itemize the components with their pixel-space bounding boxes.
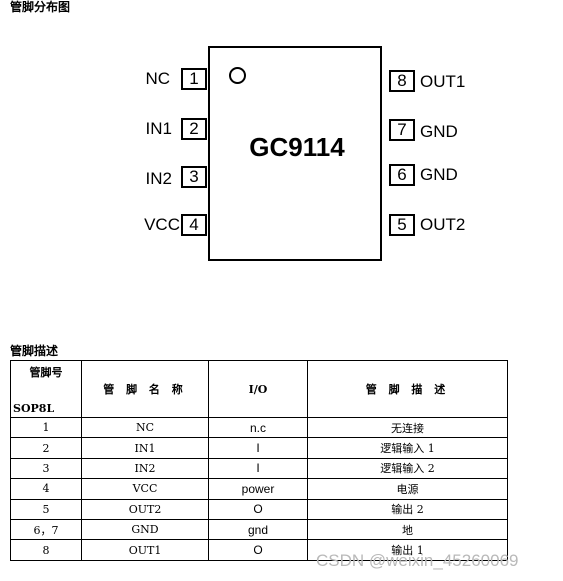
cell-desc: 输出 2	[307, 498, 508, 520]
cell-name: VCC	[81, 478, 209, 500]
header-io: I/O	[208, 360, 308, 418]
table-row: 6，7 GND gnd 地	[10, 518, 508, 541]
ic-package-outline	[208, 46, 382, 261]
cell-io: n.c	[208, 416, 308, 439]
cell-io: power	[208, 478, 308, 500]
cell-name: GND	[81, 518, 209, 541]
cell-name: IN1	[81, 437, 209, 459]
pin-label-8: OUT1	[420, 72, 466, 91]
pin-number-6: 6	[389, 164, 415, 186]
cell-name: OUT1	[81, 539, 209, 561]
pin-number-3: 3	[181, 166, 207, 188]
pin-number-2: 2	[181, 118, 207, 140]
chip-name: GC9114	[249, 132, 345, 162]
cell-pin: 4	[10, 478, 82, 500]
cell-pin: 8	[10, 539, 82, 561]
table-row: 2 IN1 I 逻辑输入 1	[10, 437, 508, 459]
pin-label-1: NC	[145, 69, 170, 88]
description-title: 管脚描述	[10, 344, 59, 358]
cell-name: NC	[81, 416, 209, 439]
cell-desc: 电源	[307, 478, 508, 500]
table-row: 3 IN2 I 逻辑输入 2	[10, 457, 508, 480]
cell-io: O	[208, 498, 308, 520]
pin-label-5: OUT2	[420, 215, 466, 234]
pin-number-7: 7	[389, 119, 415, 141]
cell-name: IN2	[81, 457, 209, 480]
pin-number-8: 8	[389, 70, 415, 92]
pin-description-table: 管脚号 SOP8L 管 脚 名 称 I/O 管 脚 描 述 1 NC n.c 无…	[10, 360, 508, 561]
cell-desc: 输出 1	[307, 539, 508, 561]
cell-pin: 3	[10, 457, 82, 480]
header-description: 管 脚 描 述	[307, 360, 508, 418]
header-package-label: SOP8L	[13, 402, 55, 415]
pin-label-4: VCC	[144, 215, 180, 234]
table-row: 1 NC n.c 无连接	[10, 416, 508, 439]
header-pin-number-label: 管脚号	[29, 366, 63, 379]
header-pin-number: 管脚号 SOP8L	[10, 360, 82, 418]
cell-pin: 2	[10, 437, 82, 459]
pin-number-5: 5	[389, 214, 415, 236]
pin-label-6: GND	[420, 165, 458, 184]
pin1-marker-dot	[229, 67, 246, 84]
pin-number-4: 4	[181, 214, 207, 236]
cell-io: O	[208, 539, 308, 561]
cell-desc: 无连接	[307, 416, 508, 439]
pin-label-2: IN1	[145, 119, 172, 138]
cell-name: OUT2	[81, 498, 209, 520]
pinout-title: 管脚分布图	[10, 0, 71, 14]
cell-pin: 5	[10, 498, 82, 520]
cell-pin: 6，7	[10, 518, 82, 541]
cell-desc: 逻辑输入 1	[307, 437, 508, 459]
cell-pin: 1	[10, 416, 82, 439]
watermark-text: CSDN @weixin_45260069	[316, 551, 519, 570]
cell-desc: 逻辑输入 2	[307, 457, 508, 480]
pin-number-1: 1	[181, 68, 207, 90]
table-row: 5 OUT2 O 输出 2	[10, 498, 508, 520]
table-header-row: 管脚号 SOP8L 管 脚 名 称 I/O 管 脚 描 述	[10, 360, 508, 418]
pin-label-7: GND	[420, 122, 458, 141]
pin-label-3: IN2	[145, 169, 172, 188]
cell-desc: 地	[307, 518, 508, 541]
header-pin-name: 管 脚 名 称	[81, 360, 209, 418]
cell-io: I	[208, 457, 308, 480]
cell-io: gnd	[208, 518, 308, 541]
table-row: 8 OUT1 O 输出 1	[10, 539, 508, 561]
cell-io: I	[208, 437, 308, 459]
table-row: 4 VCC power 电源	[10, 478, 508, 500]
